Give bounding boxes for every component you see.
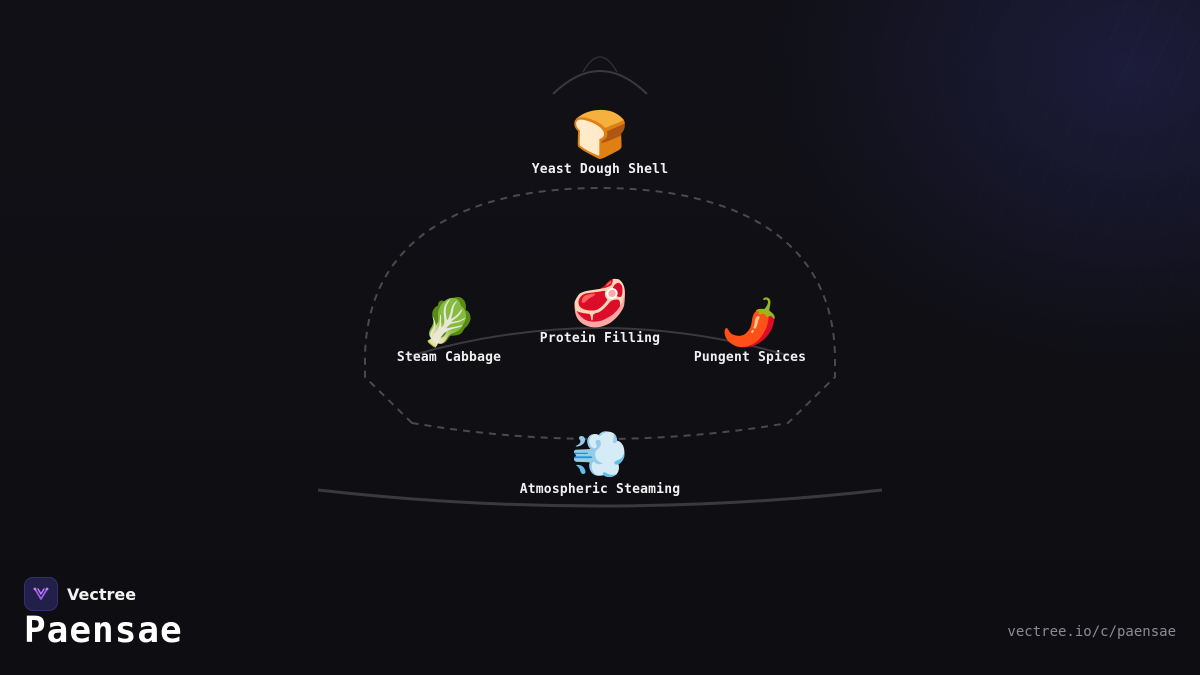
node-label: Yeast Dough Shell <box>531 162 669 177</box>
brand: Vectree <box>24 577 136 611</box>
meat-icon: 🥩 <box>571 276 629 330</box>
vectree-logo-icon <box>24 577 58 611</box>
node-yeast-dough-shell: 🍞 Yeast Dough Shell <box>532 108 668 177</box>
node-label: Pungent Spices <box>693 350 807 365</box>
top-crest-inner-curve <box>582 56 618 73</box>
node-label: Atmospheric Steaming <box>519 482 681 497</box>
leafy-green-icon: 🥬 <box>420 295 478 349</box>
node-protein-filling: 🥩 Protein Filling <box>540 277 660 346</box>
brand-name: Vectree <box>67 584 137 604</box>
base-curve <box>317 488 883 508</box>
node-label: Steam Cabbage <box>396 350 502 365</box>
node-atmospheric-steaming: 💨 Atmospheric Steaming <box>520 428 681 497</box>
filling-arc <box>409 327 791 357</box>
bread-icon: 🍞 <box>571 107 629 161</box>
footer-url[interactable]: vectree.io/c/paensae <box>1007 624 1176 640</box>
node-label: Protein Filling <box>539 331 661 346</box>
vectree-logo-mark <box>33 587 49 600</box>
steam-puff-icon: 💨 <box>571 427 629 481</box>
background-rays <box>640 0 1200 560</box>
chili-pepper-icon: 🌶️ <box>721 295 779 349</box>
top-crest-curve <box>552 70 648 95</box>
node-steam-cabbage: 🥬 Steam Cabbage <box>397 296 501 365</box>
page-title: Paensae <box>24 610 183 651</box>
dumpling-outline <box>364 186 836 440</box>
node-pungent-spices: 🌶️ Pungent Spices <box>694 296 806 365</box>
